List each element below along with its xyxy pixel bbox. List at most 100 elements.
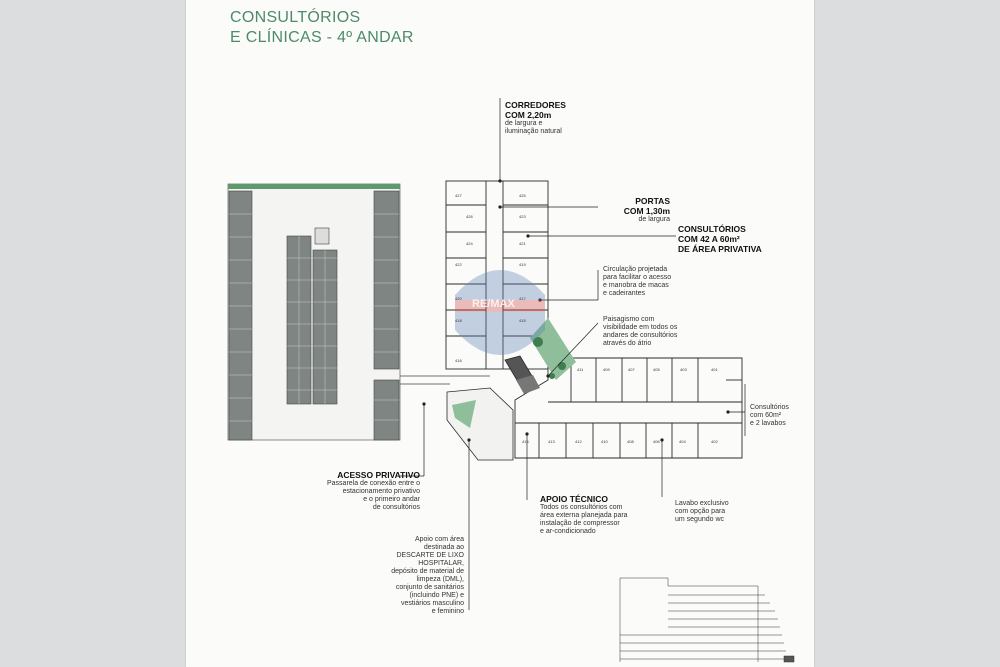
room-number: 426: [466, 214, 473, 219]
building-elevation: [619, 577, 795, 663]
title-line-2: E CLÍNICAS - 4º ANDAR: [230, 29, 414, 46]
tree-icon: [549, 373, 555, 379]
callout-text: para facilitar o acesso: [603, 274, 672, 281]
callout-text: área externa planejada para: [540, 512, 628, 519]
room-number: 413: [548, 439, 555, 444]
room-number: 414: [522, 439, 529, 444]
callout-text: e ar-condicionado: [540, 528, 596, 535]
room-number: 408: [627, 439, 634, 444]
callout-heading: ACESSO PRIVATIVO: [337, 470, 420, 480]
callout-acesso: ACESSO PRIVATIVO Passarela de conexão en…: [290, 470, 420, 512]
callout-text: Consultórios: [750, 404, 789, 411]
callout-text: instalação de compressor: [540, 520, 620, 527]
tree-icon: [558, 362, 566, 370]
callout-text: e cadeirantes: [603, 290, 646, 297]
parking-column-right: [373, 190, 400, 370]
leader-lines: [400, 98, 746, 610]
watermark-text: RE/MAX: [472, 298, 515, 310]
page-title: CONSULTÓRIOS E CLÍNICAS - 4º ANDAR: [230, 8, 414, 48]
callout-consultorios: CONSULTÓRIOS COM 42 A 60m² DE ÁREA PRIVA…: [678, 224, 788, 254]
parking-column-right-lower: [373, 379, 400, 441]
callout-text: estacionamento privativo: [342, 488, 420, 495]
callout-heading: COM 42 A 60m²: [678, 234, 740, 244]
garage-stair: [314, 227, 330, 245]
callout-text: de consultórios: [372, 504, 420, 511]
room-number: 416: [455, 358, 462, 363]
support-core: [446, 355, 540, 461]
callout-heading: CONSULTÓRIOS: [678, 224, 746, 234]
room-number: 417: [519, 296, 526, 301]
callout-paisagismo: Paisagismo com visibilidade em todos os …: [603, 316, 703, 348]
callout-consultorios-60: Consultórios com 60m² e 2 lavabos: [750, 404, 810, 428]
callout-text: Lavabo exclusivo: [675, 500, 729, 507]
callout-heading: PORTAS: [635, 196, 670, 206]
callout-text: Todos os consultórios com: [540, 504, 623, 511]
callout-heading: CORREDORES: [505, 100, 566, 110]
room-number: 402: [711, 439, 718, 444]
callout-text: e 2 lavabos: [750, 420, 786, 427]
atrium-landscape: [530, 318, 576, 380]
callout-portas: PORTAS COM 1,30m de largura: [580, 196, 670, 224]
callout-apoio-tecnico: APOIO TÉCNICO Todos os consultórios com …: [540, 494, 650, 536]
room-number: 409: [603, 367, 610, 372]
callout-text: (incluindo PNE) e: [409, 592, 464, 599]
horizontal-wing: [514, 357, 743, 459]
title-line-1: CONSULTÓRIOS: [230, 9, 361, 26]
callout-heading: COM 1,30m: [623, 206, 670, 216]
parking-column-left: [228, 190, 253, 441]
callout-text: de largura e: [505, 120, 543, 127]
callout-heading: DE ÁREA PRIVATIVA: [678, 244, 762, 254]
room-number: 427: [455, 193, 462, 198]
room-number: 401: [711, 367, 718, 372]
room-number: 406: [653, 439, 660, 444]
room-number: 415: [519, 318, 526, 323]
callout-text: andares de consultórios: [603, 332, 678, 339]
tree-icon: [533, 337, 543, 347]
callout-text: Circulação projetada: [603, 266, 668, 273]
elevator-core-shade: [516, 375, 540, 394]
callout-text: vestiários masculino: [400, 600, 464, 607]
walkway-bridge: [400, 375, 490, 385]
garage-green-edge: [228, 184, 400, 189]
callout-text: iluminação natural: [505, 128, 562, 135]
remax-watermark: [455, 270, 545, 355]
callout-lavabo: Lavabo exclusivo com opção para um segun…: [675, 500, 755, 524]
room-number: 419: [519, 262, 526, 267]
callout-corredores: CORREDORES COM 2,20m de largura e ilumin…: [505, 100, 595, 136]
callout-text: um segundo wc: [675, 516, 725, 523]
room-number: 418: [455, 318, 462, 323]
callout-text: e manobra de macas: [603, 282, 669, 289]
callout-text: Passarela de conexão entre o: [326, 480, 420, 487]
callout-text: destinada ao: [423, 544, 464, 551]
room-number: 411: [577, 367, 584, 372]
callout-text: através do átrio: [603, 340, 652, 347]
callout-text: HOSPITALAR,: [418, 560, 464, 567]
callout-heading: APOIO TÉCNICO: [540, 494, 609, 504]
callout-text: com 60m²: [750, 412, 782, 419]
room-number: 404: [679, 439, 686, 444]
room-number: 410: [601, 439, 608, 444]
callout-text: Paisagismo com: [603, 316, 655, 323]
parking-garage: [227, 183, 401, 441]
parking-space-lines: [229, 213, 399, 422]
leader-dots: [422, 179, 730, 442]
callout-apoio-area: Apoio com área destinada ao DESCARTE DE …: [360, 536, 464, 616]
room-number: 405: [653, 367, 660, 372]
callout-text: com opção para: [675, 508, 726, 515]
room-number: 421: [519, 241, 526, 246]
room-number: 403: [680, 367, 687, 372]
room-number: 407: [628, 367, 635, 372]
callout-text: visibilidade em todos os: [603, 324, 678, 331]
callout-text: Apoio com área: [414, 536, 464, 543]
room-number: 412: [575, 439, 582, 444]
callout-text: e feminino: [431, 608, 464, 615]
room-number: 425: [519, 193, 526, 198]
room-number: 424: [466, 241, 473, 246]
callout-text: de largura: [638, 216, 670, 223]
room-number: 423: [519, 214, 526, 219]
callout-text: limpeza (DML),: [416, 576, 464, 583]
callout-text: DESCARTE DE LIXO: [396, 552, 464, 559]
callout-text: conjunto de sanitários: [395, 584, 464, 591]
callout-heading: COM 2,20m: [505, 110, 552, 120]
